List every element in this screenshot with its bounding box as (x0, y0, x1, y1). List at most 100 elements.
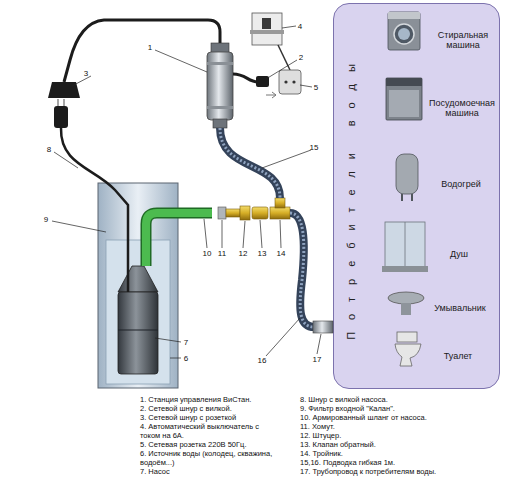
leader-line (72, 76, 91, 86)
leader-line (155, 338, 181, 342)
reinforced-hose (146, 213, 212, 266)
circuit-breaker (252, 13, 282, 45)
leader-line (204, 219, 207, 248)
leader-line (260, 220, 262, 248)
key-column: 8. Шнур с вилкой насоса.9. Фильтр входно… (300, 395, 505, 476)
callout-number: 1 (148, 43, 152, 52)
key-entry: 8. Шнур с вилкой насоса. (300, 395, 505, 404)
callout-number: 2 (299, 53, 303, 62)
callout-number: 8 (47, 145, 51, 154)
consumer-label: Умывальник (424, 303, 496, 313)
key-entry: 14. Тройник. (300, 449, 505, 458)
key-entry: 12. Штуцер. (300, 431, 505, 440)
callout-number: 16 (258, 356, 267, 365)
station-body (207, 52, 233, 120)
shower-tray (382, 266, 428, 272)
callout-number: 4 (298, 22, 302, 31)
key-entry: 11. Хомут. (300, 422, 505, 431)
key-entry: 17. Трубопровод к потребителям воды. (300, 467, 505, 476)
mains-cord (64, 20, 220, 82)
socket-hole (284, 80, 287, 83)
din-rail (250, 30, 284, 34)
callout-number: 12 (239, 249, 248, 258)
hose-braid (290, 213, 314, 327)
leader-line (317, 334, 321, 354)
callout-number: 15 (310, 143, 319, 152)
tee-branch (275, 198, 285, 208)
plug-pin (57, 99, 59, 106)
leader-line (54, 152, 78, 168)
station-ring (207, 62, 233, 65)
leader-line (262, 150, 311, 168)
station-plug (256, 76, 269, 87)
station-cord (233, 74, 258, 82)
consumer-label: Водогрей (426, 179, 496, 189)
leader-line (52, 221, 106, 232)
key-entry: 10. Армированный шланг от насоса. (300, 413, 505, 422)
callout-number: 6 (184, 354, 188, 363)
leader-line (243, 221, 245, 248)
tee-fitting (270, 207, 290, 219)
pipe-outline (146, 213, 212, 266)
leader-line (266, 318, 300, 356)
station-ring (207, 106, 233, 109)
consumer-label: Туалет (426, 351, 490, 361)
consumer-panel: Потребители водыСтиральная машинаПосудом… (333, 3, 500, 389)
callout-number: 17 (313, 355, 322, 364)
key-entry: 7. Насос (140, 467, 280, 476)
callout-number: 13 (258, 249, 267, 258)
leader-line (280, 220, 281, 248)
pump-seam (118, 330, 158, 331)
panel-heading: Потребители воды (344, 16, 358, 376)
leader-line (282, 26, 296, 28)
plug-arrow (266, 92, 276, 98)
callout-number: 11 (218, 249, 226, 258)
flex-hose (220, 128, 280, 198)
sink-icon (388, 292, 424, 304)
consumer-label: Посудомоечная машина (424, 98, 500, 118)
hose-clamp (218, 207, 226, 219)
shower-door (405, 222, 406, 268)
callout-number: 14 (277, 249, 286, 258)
breaker-wire (278, 45, 290, 70)
key-entry: 5. Сетевая розетка 220В 50Гц. (140, 440, 280, 449)
heater-pipe (401, 194, 403, 201)
key-entry: 2. Сетевой шнур с вилкой. (140, 404, 280, 413)
key-entry: 4. Автоматический выключатель с током на… (140, 422, 280, 440)
key-entry: 1. Станция управления ВиСтан. (140, 395, 280, 404)
socket-hole (292, 80, 295, 83)
heater-pipe (411, 194, 413, 201)
well-shaft (98, 183, 178, 388)
nipple-fitting (226, 209, 240, 217)
washer-panel (388, 12, 420, 19)
leader-line (170, 358, 181, 359)
leader-line (266, 60, 297, 79)
station-cap (211, 43, 229, 53)
key-column: 1. Станция управления ВиСтан.2. Сетевой … (140, 395, 280, 476)
callout-number: 7 (184, 338, 188, 347)
pump-plug (54, 106, 68, 128)
toilet-tank (397, 332, 417, 342)
union-nut (240, 206, 250, 220)
key-entry: 9. Фильтр входной "Калан". (300, 404, 505, 413)
leader-line (300, 85, 312, 87)
dishwasher-icon (386, 78, 422, 120)
dishwasher-door (389, 90, 419, 117)
washer-door (394, 24, 414, 44)
well-water (106, 240, 170, 384)
water-heater-icon (396, 154, 418, 194)
plug-pin (63, 99, 65, 106)
washer-icon (388, 12, 420, 50)
consumer-label: Душ (434, 249, 484, 259)
pump-top (118, 266, 158, 292)
washer-glass (398, 28, 410, 40)
key-entry: 13. Клапан обратный. (300, 440, 505, 449)
wall-socket (279, 70, 301, 94)
callout-number: 3 (84, 69, 88, 78)
leader-line (222, 220, 223, 248)
check-valve (252, 207, 268, 219)
station-outlet (213, 119, 227, 128)
